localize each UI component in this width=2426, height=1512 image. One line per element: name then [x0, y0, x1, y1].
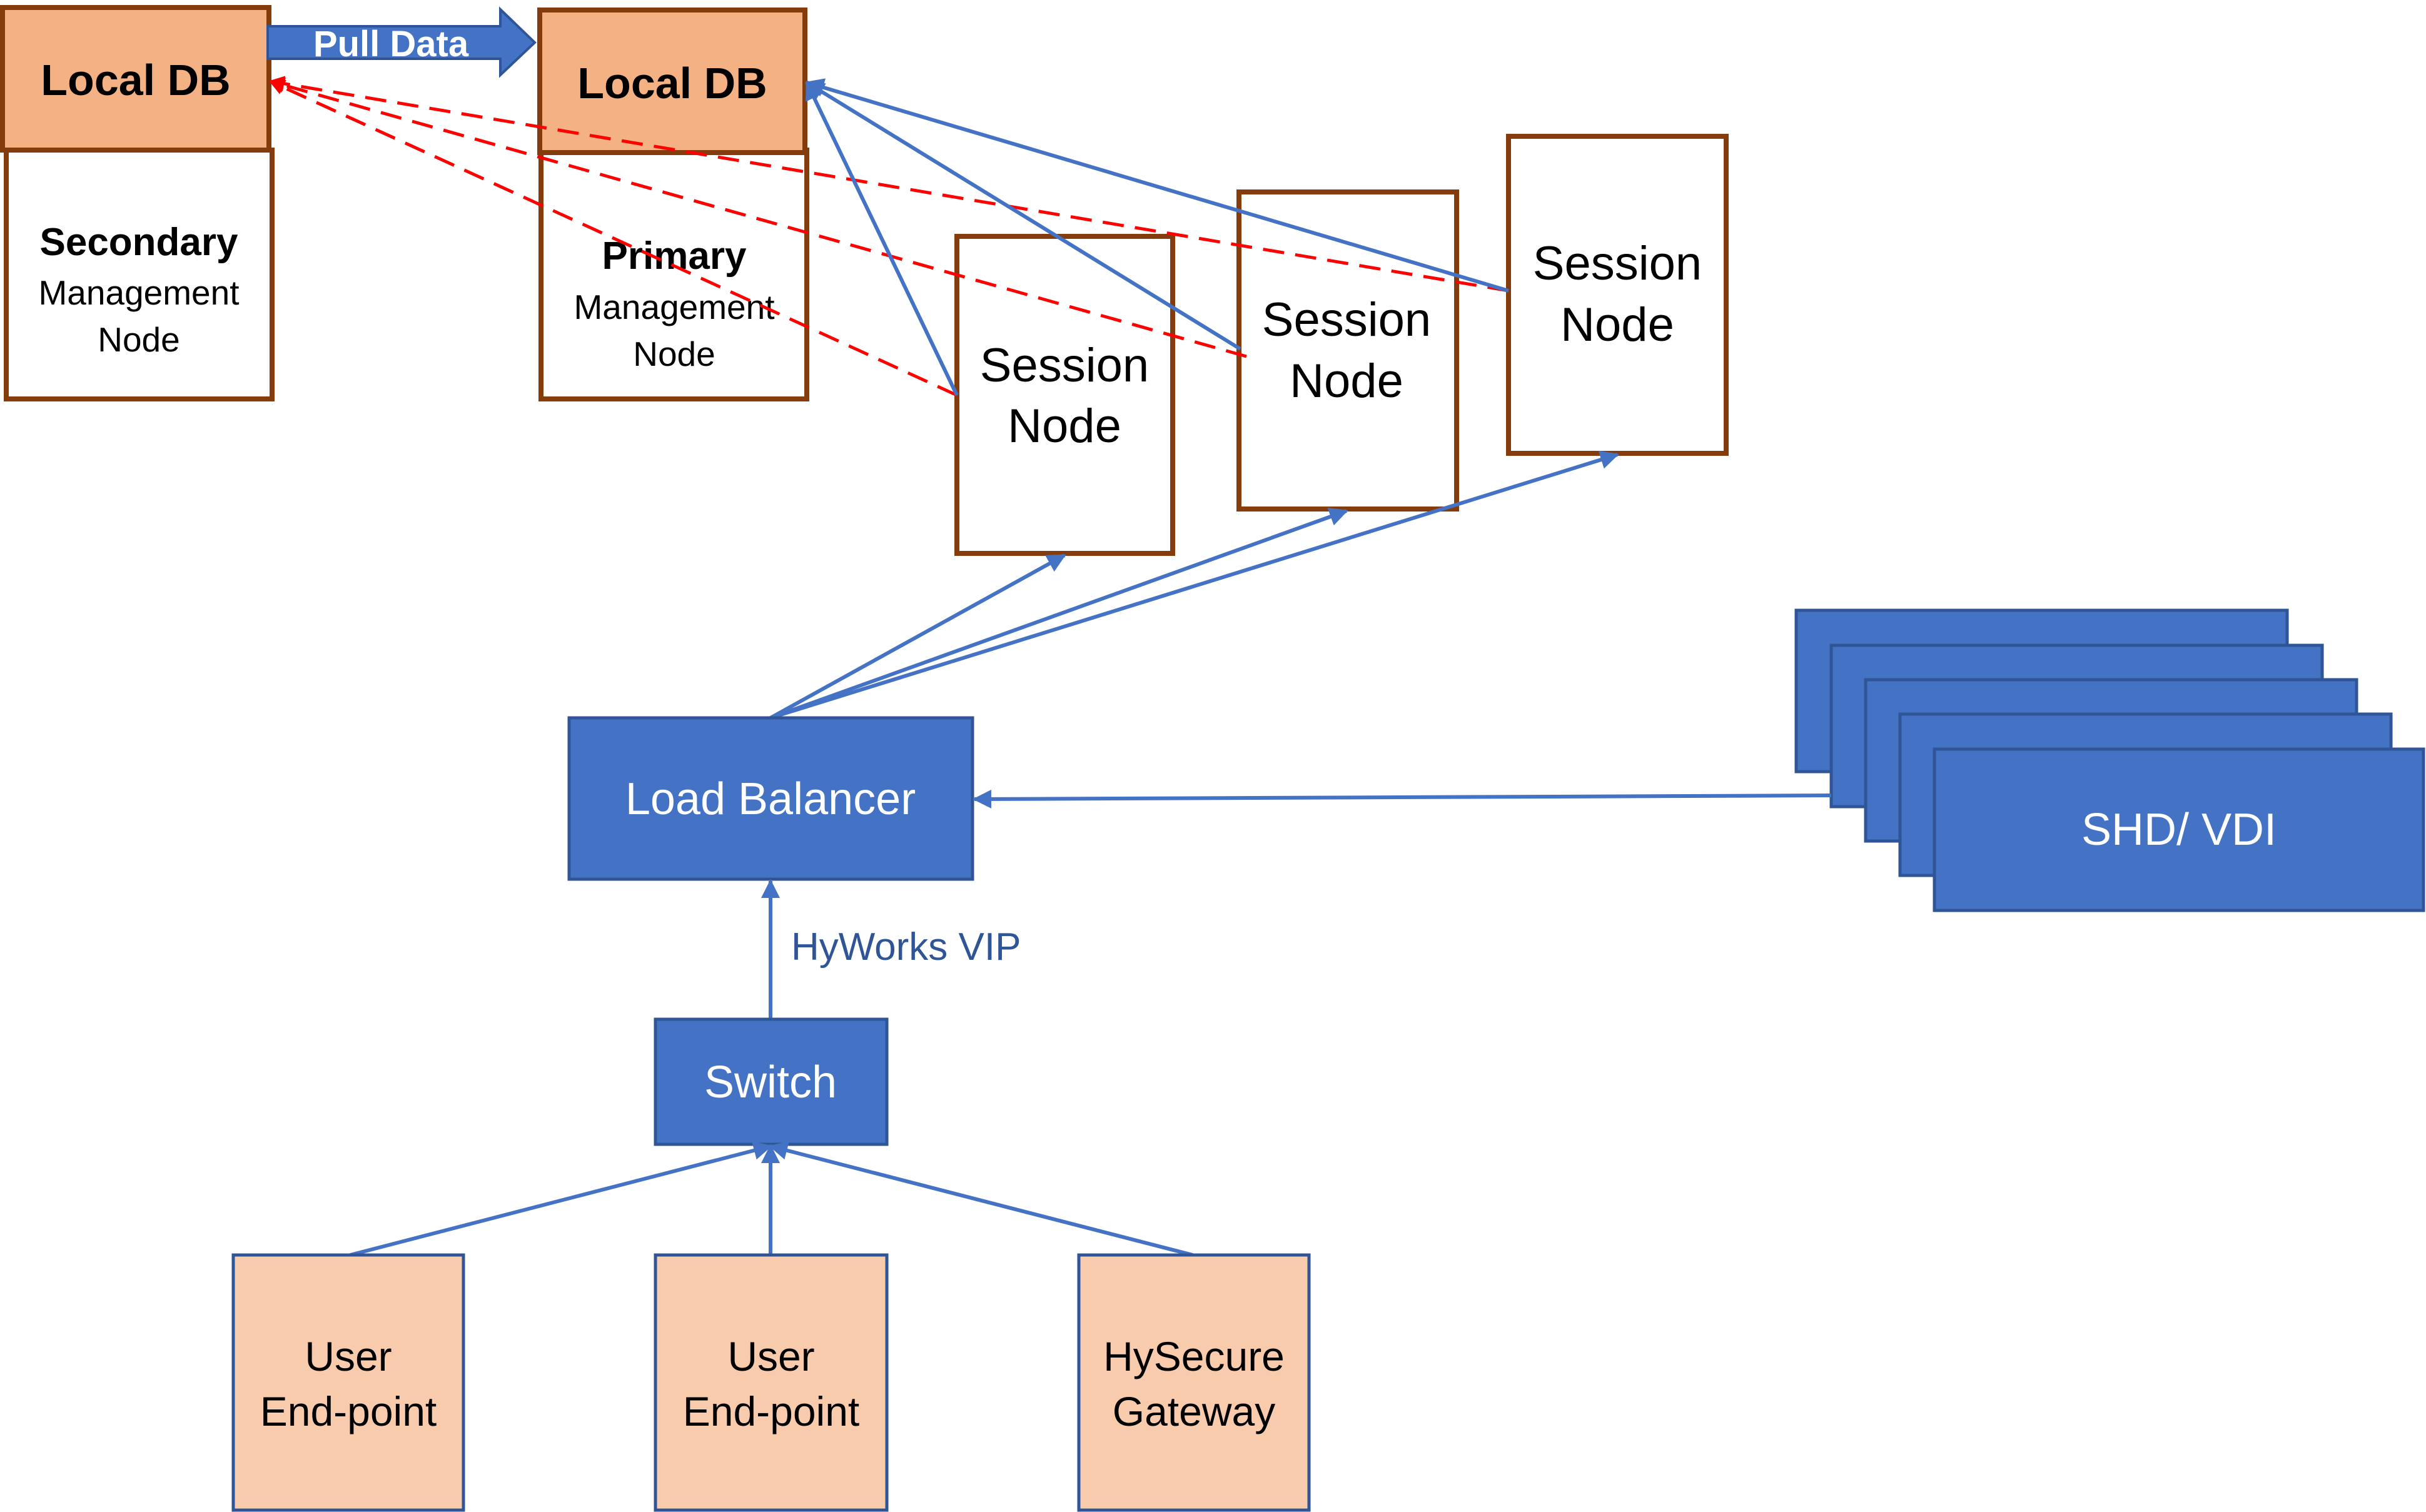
dashed-line-session-2	[268, 78, 1247, 358]
user-endpoint-2-box	[654, 1253, 889, 1512]
user-endpoint-2-line2: End-point	[683, 1388, 860, 1434]
shd-vdi-layer-5	[1933, 747, 2425, 912]
switch-box	[654, 1017, 889, 1146]
dashed-line-session-3	[268, 76, 1509, 293]
hysecure-gateway-box	[1077, 1253, 1311, 1512]
session-node-3-line2: Node	[1560, 298, 1674, 351]
user-endpoint-2-line1: User	[727, 1333, 814, 1379]
load-balancer-box	[567, 716, 974, 881]
primary-local-db-label: Local DB	[577, 59, 767, 108]
session-node-2-line2: Node	[1290, 355, 1403, 408]
switch: Switch	[654, 1017, 889, 1146]
loadbalancer-to-session-lines	[769, 450, 1619, 720]
line-lb-to-session-2	[769, 508, 1348, 720]
hysecure-gateway-line1: HySecure	[1103, 1333, 1285, 1379]
endpoint-to-switch-lines	[350, 1141, 1193, 1257]
load-balancer-label: Load Balancer	[625, 774, 916, 824]
pull-data-arrow: Pull Data	[266, 6, 537, 78]
session-node-2: Session Node	[1236, 189, 1459, 512]
shd-vdi-stack: SHD/ VDI	[1794, 608, 2425, 912]
session-node-2-box	[1236, 189, 1459, 512]
session-node-3-box	[1506, 134, 1729, 456]
user-endpoint-1: User End-point	[231, 1253, 465, 1512]
session-node-1: Session Node	[954, 234, 1175, 556]
session-node-3: Session Node	[1506, 134, 1729, 456]
user-endpoint-1-box	[231, 1253, 465, 1512]
switch-label: Switch	[704, 1057, 837, 1107]
secondary-node-body	[4, 148, 275, 401]
secondary-local-db	[0, 5, 271, 153]
user-endpoint-1-line1: User	[305, 1333, 392, 1379]
line-gateway-to-switch	[769, 1141, 1193, 1257]
shd-vdi-label: SHD/ VDI	[2081, 805, 2277, 855]
primary-local-db	[537, 8, 807, 155]
hysecure-gateway-line2: Gateway	[1113, 1388, 1275, 1434]
secondary-mgmt-line2: Node	[98, 320, 179, 359]
session-node-1-line1: Session	[980, 339, 1149, 392]
user-endpoint-2: User End-point	[654, 1253, 889, 1512]
line-session-1-to-primary	[805, 81, 959, 396]
session-node-3-line1: Session	[1533, 237, 1702, 290]
load-balancer: Load Balancer	[567, 716, 974, 881]
dashed-line-session-1	[268, 79, 958, 397]
line-session-3-to-primary	[805, 78, 1509, 293]
primary-management-node: Local DB Primary Management Node	[537, 8, 809, 401]
secondary-local-db-label: Local DB	[41, 56, 230, 104]
pull-data-label: Pull Data	[313, 24, 469, 64]
line-session-2-to-primary	[805, 81, 1241, 351]
line-endpoint-1-to-switch	[350, 1141, 772, 1257]
session-node-1-line2: Node	[1008, 400, 1121, 453]
session-node-1-box	[954, 234, 1175, 556]
session-to-primary-lines	[805, 78, 1509, 396]
primary-role-label: Primary	[602, 234, 747, 278]
replication-dashed-lines	[268, 76, 1509, 397]
secondary-management-node: Local DB Secondary Management Node	[0, 5, 275, 401]
pull-data-arrow-shape	[266, 6, 537, 78]
secondary-mgmt-line1: Management	[38, 273, 239, 312]
session-node-2-line1: Session	[1262, 293, 1431, 346]
line-vdi-to-load-balancer	[973, 789, 1832, 809]
user-endpoint-1-line2: End-point	[260, 1388, 437, 1434]
line-lb-to-session-1	[769, 553, 1066, 720]
primary-mgmt-line2: Node	[633, 335, 715, 373]
primary-mgmt-line1: Management	[574, 288, 774, 326]
line-lb-to-session-3	[770, 450, 1619, 720]
secondary-role-label: Secondary	[39, 221, 238, 264]
hyworks-vip-label: HyWorks VIP	[791, 925, 1021, 969]
hysecure-gateway: HySecure Gateway	[1077, 1253, 1311, 1512]
